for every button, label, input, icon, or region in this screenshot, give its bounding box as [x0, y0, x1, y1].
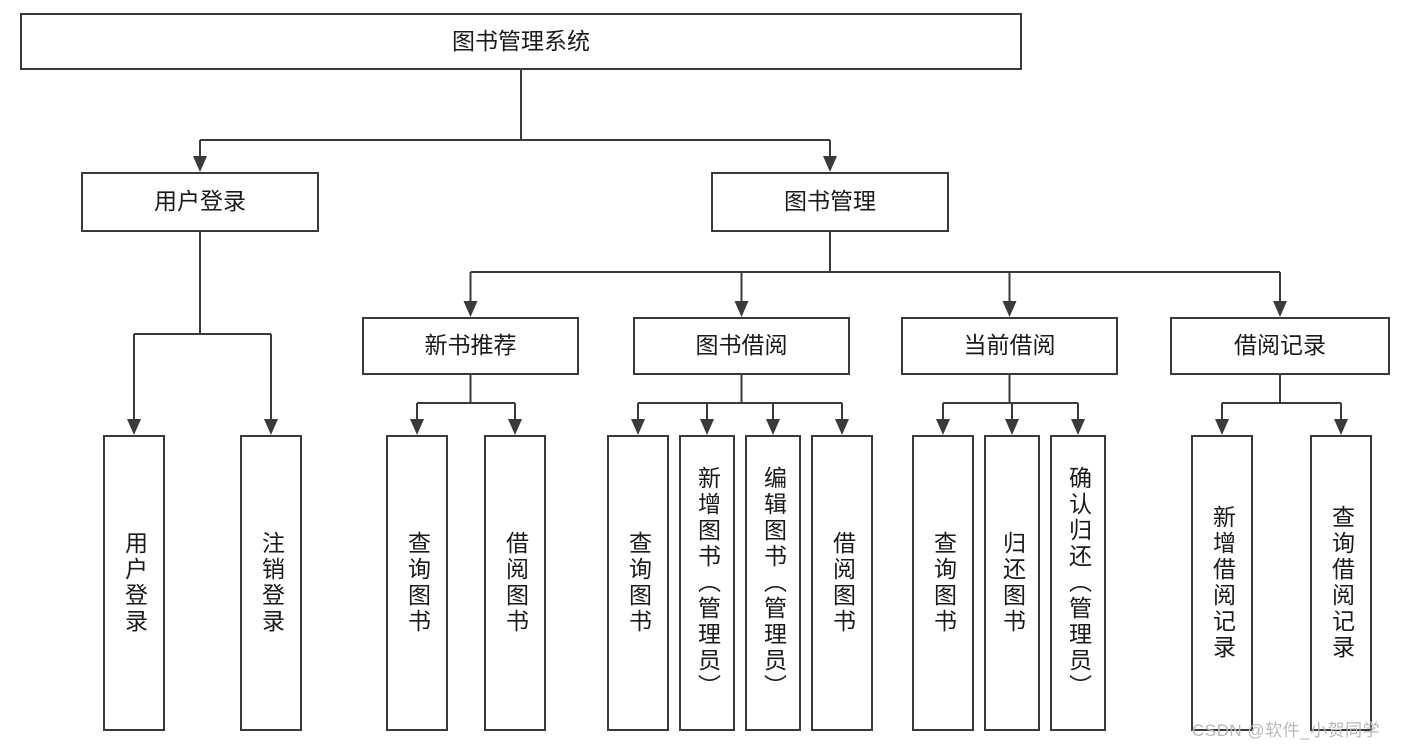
node-label: 查询图书	[930, 531, 957, 635]
node-book-manage: 图书管理	[711, 172, 949, 232]
node-leaf-bb-query: 查询图书	[607, 435, 669, 731]
arrowhead	[463, 301, 478, 317]
node-label: 用户登录	[121, 531, 148, 635]
node-root: 图书管理系统	[20, 13, 1022, 70]
node-label: 图书借阅	[695, 332, 788, 359]
arrowhead	[936, 419, 950, 435]
node-label: 借阅记录	[1234, 332, 1326, 359]
arrowhead	[700, 419, 714, 435]
node-label: 图书管理系统	[452, 27, 590, 54]
arrowhead	[1071, 419, 1085, 435]
arrowhead	[631, 419, 645, 435]
arrowhead	[1002, 301, 1017, 317]
arrowhead	[508, 419, 522, 435]
arrowhead	[1334, 419, 1348, 435]
node-label: 新增图书（管理员）	[694, 466, 721, 700]
arrowhead	[835, 419, 849, 435]
arrowhead	[1005, 419, 1019, 435]
node-leaf-br-add: 新增借阅记录	[1191, 435, 1253, 731]
node-label: 编辑图书（管理员）	[760, 466, 787, 700]
node-leaf-rec-query: 查询图书	[386, 435, 448, 731]
node-user-login: 用户登录	[81, 172, 319, 232]
csdn-watermark: CSDN @软件_小贺同学	[1192, 721, 1381, 740]
node-leaf-br-query: 查询借阅记录	[1310, 435, 1372, 731]
node-label: 新增借阅记录	[1209, 505, 1236, 661]
node-leaf-bb-borrow: 借阅图书	[811, 435, 873, 731]
node-leaf-cb-confirm: 确认归还（管理员）	[1050, 435, 1106, 731]
arrowhead	[410, 419, 424, 435]
node-label: 归还图书	[999, 531, 1026, 635]
node-new-book-rec: 新书推荐	[362, 317, 579, 375]
arrowhead	[734, 301, 749, 317]
node-label: 查询图书	[404, 531, 431, 635]
node-label: 确认归还（管理员）	[1065, 466, 1092, 700]
node-label: 查询图书	[625, 531, 652, 635]
node-label: 借阅图书	[502, 531, 529, 635]
node-label: 图书管理	[784, 188, 876, 215]
node-leaf-cb-return: 归还图书	[984, 435, 1040, 731]
node-leaf-user-login: 用户登录	[103, 435, 165, 731]
node-current-borrow: 当前借阅	[901, 317, 1118, 375]
arrowhead	[766, 419, 780, 435]
arrowhead	[1215, 419, 1229, 435]
arrowhead	[264, 419, 278, 435]
node-leaf-cb-query: 查询图书	[912, 435, 974, 731]
node-label: 用户登录	[154, 188, 246, 215]
node-borrow-record: 借阅记录	[1170, 317, 1390, 375]
node-label: 新书推荐	[424, 332, 517, 359]
arrowhead	[127, 419, 141, 435]
node-leaf-bb-add: 新增图书（管理员）	[679, 435, 735, 731]
arrowhead	[1273, 301, 1287, 317]
arrowhead	[193, 156, 207, 172]
node-label: 借阅图书	[829, 531, 856, 635]
node-leaf-bb-edit: 编辑图书（管理员）	[745, 435, 801, 731]
node-label: 当前借阅	[963, 332, 1056, 359]
node-leaf-rec-borrow: 借阅图书	[484, 435, 546, 731]
node-label: 注销登录	[258, 531, 285, 635]
arrowhead	[823, 156, 837, 172]
node-book-borrow: 图书借阅	[633, 317, 850, 375]
node-label: 查询借阅记录	[1328, 505, 1355, 661]
node-leaf-logout: 注销登录	[240, 435, 302, 731]
